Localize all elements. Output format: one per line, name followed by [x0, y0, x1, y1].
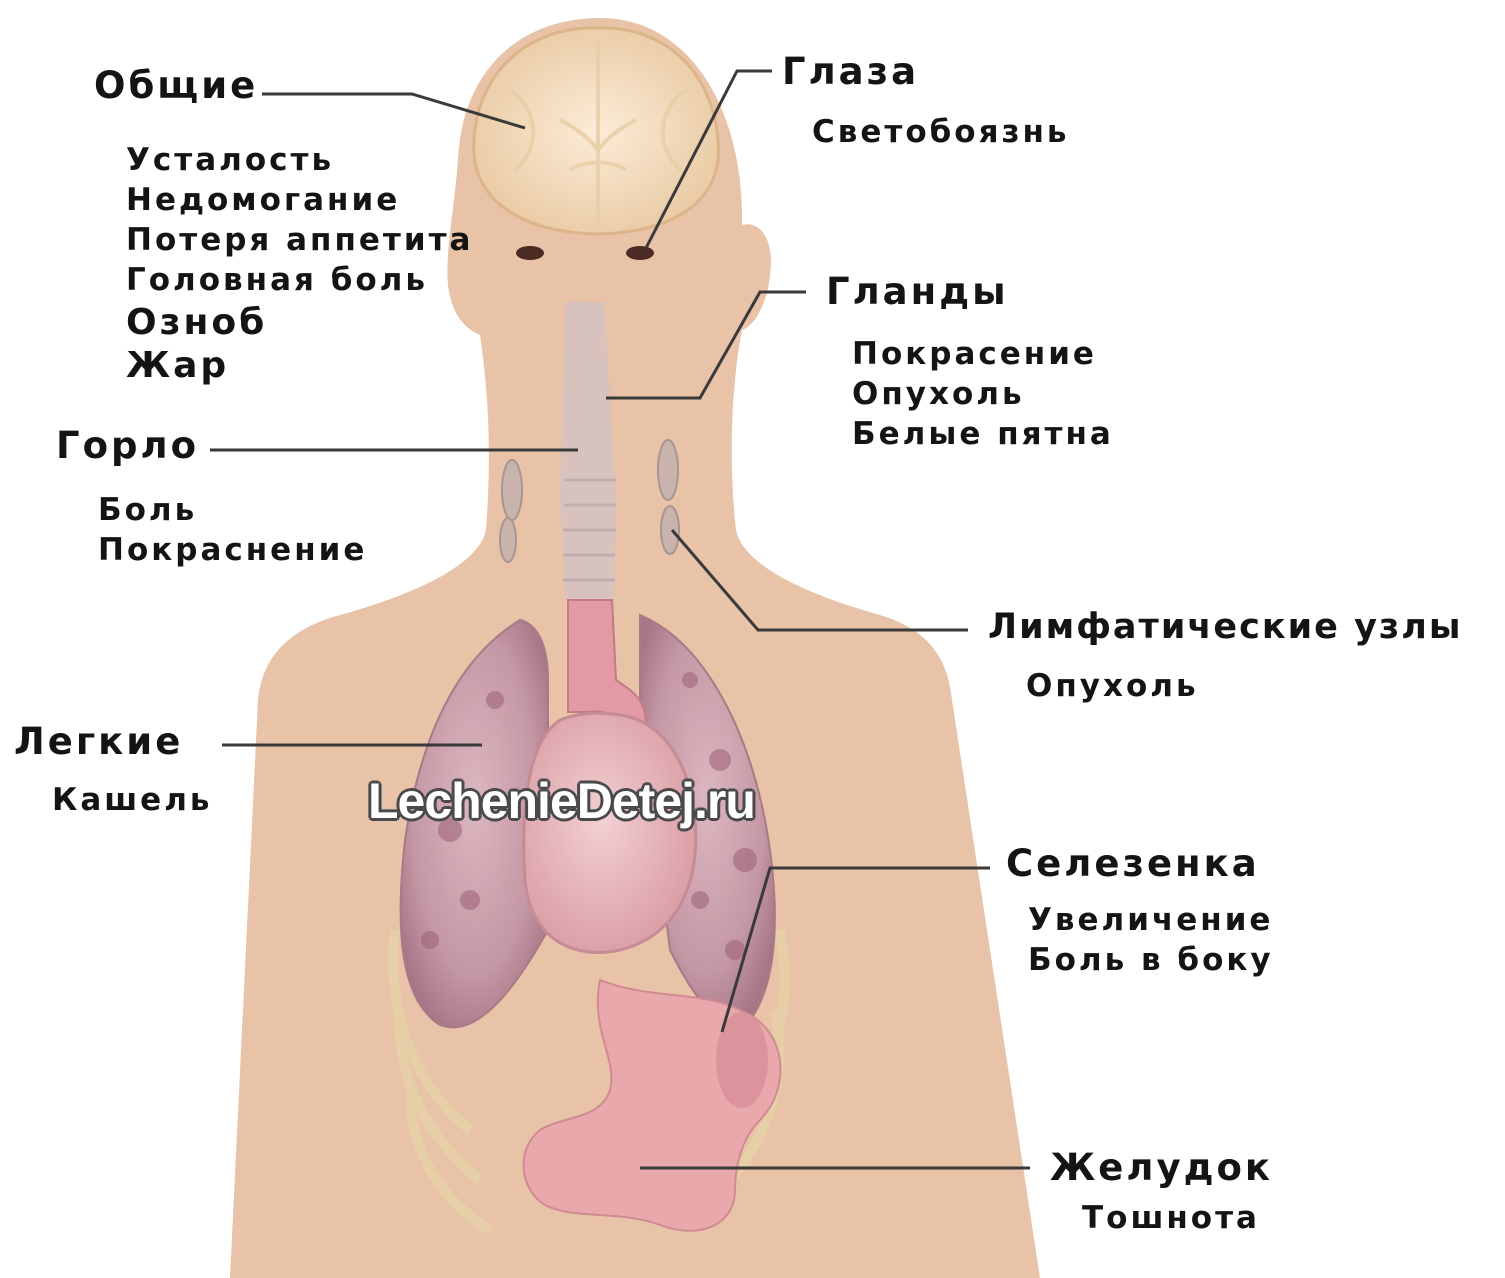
- spleen-symptoms: Увеличение Боль в боку: [1028, 900, 1274, 980]
- general-symptom: Головная боль: [126, 260, 473, 300]
- throat-symptoms: Боль Покраснение: [98, 490, 367, 570]
- watermark: LechenieDetej.ru: [368, 772, 755, 830]
- general-symptom: Потеря аппетита: [126, 220, 473, 260]
- general-symptom: Озноб: [126, 300, 473, 346]
- general-symptoms: Усталость Недомогание Потеря аппетита Го…: [126, 140, 473, 386]
- stomach-symptom: Тошнота: [1082, 1198, 1260, 1238]
- general-title: Общие: [94, 64, 258, 107]
- throat-symptom: Боль: [98, 490, 367, 530]
- stomach-symptoms: Тошнота: [1082, 1198, 1260, 1238]
- stomach-title: Желудок: [1050, 1146, 1273, 1189]
- lungs-title: Легкие: [14, 720, 183, 763]
- spleen-symptom: Боль в боку: [1028, 940, 1274, 980]
- spleen-title: Селезенка: [1006, 842, 1260, 885]
- eyes-symptom: Светобоязнь: [812, 112, 1070, 152]
- lymph-symptom: Опухоль: [1026, 666, 1199, 706]
- glands-title: Гланды: [826, 270, 1009, 313]
- glands-symptom: Покрасение: [852, 334, 1114, 374]
- heart: [524, 713, 696, 952]
- glands-symptom: Опухоль: [852, 374, 1114, 414]
- lungs-symptom: Кашель: [52, 780, 213, 820]
- general-symptom: Усталость: [126, 140, 473, 180]
- general-symptom: Жар: [126, 346, 473, 386]
- spleen-symptom: Увеличение: [1028, 900, 1274, 940]
- general-symptom: Недомогание: [126, 180, 473, 220]
- throat-title: Горло: [56, 424, 199, 467]
- glands-symptoms: Покрасение Опухоль Белые пятна: [852, 334, 1114, 454]
- lymph-symptoms: Опухоль: [1026, 666, 1199, 706]
- eyes-symptoms: Светобоязнь: [812, 112, 1070, 152]
- glands-symptom: Белые пятна: [852, 414, 1114, 454]
- eyes-title: Глаза: [782, 50, 919, 93]
- left-eye: [516, 246, 544, 260]
- throat-symptom: Покраснение: [98, 530, 367, 570]
- right-eye: [626, 246, 654, 260]
- lungs-symptoms: Кашель: [52, 780, 213, 820]
- lymph-title: Лимфатические узлы: [988, 607, 1463, 647]
